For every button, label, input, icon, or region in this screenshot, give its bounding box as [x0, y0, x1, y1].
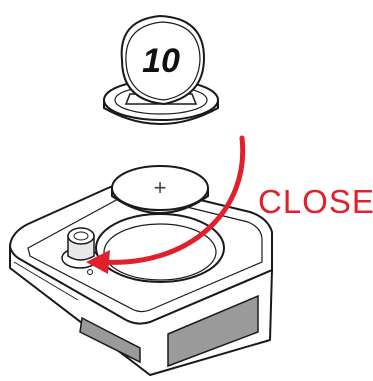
coin-icon: 10 [122, 16, 204, 104]
instruction-label: CLOSE [258, 183, 373, 220]
battery-polarity-label: + [154, 175, 167, 200]
battery-well [96, 214, 224, 282]
coin-value-label: 10 [142, 42, 180, 80]
